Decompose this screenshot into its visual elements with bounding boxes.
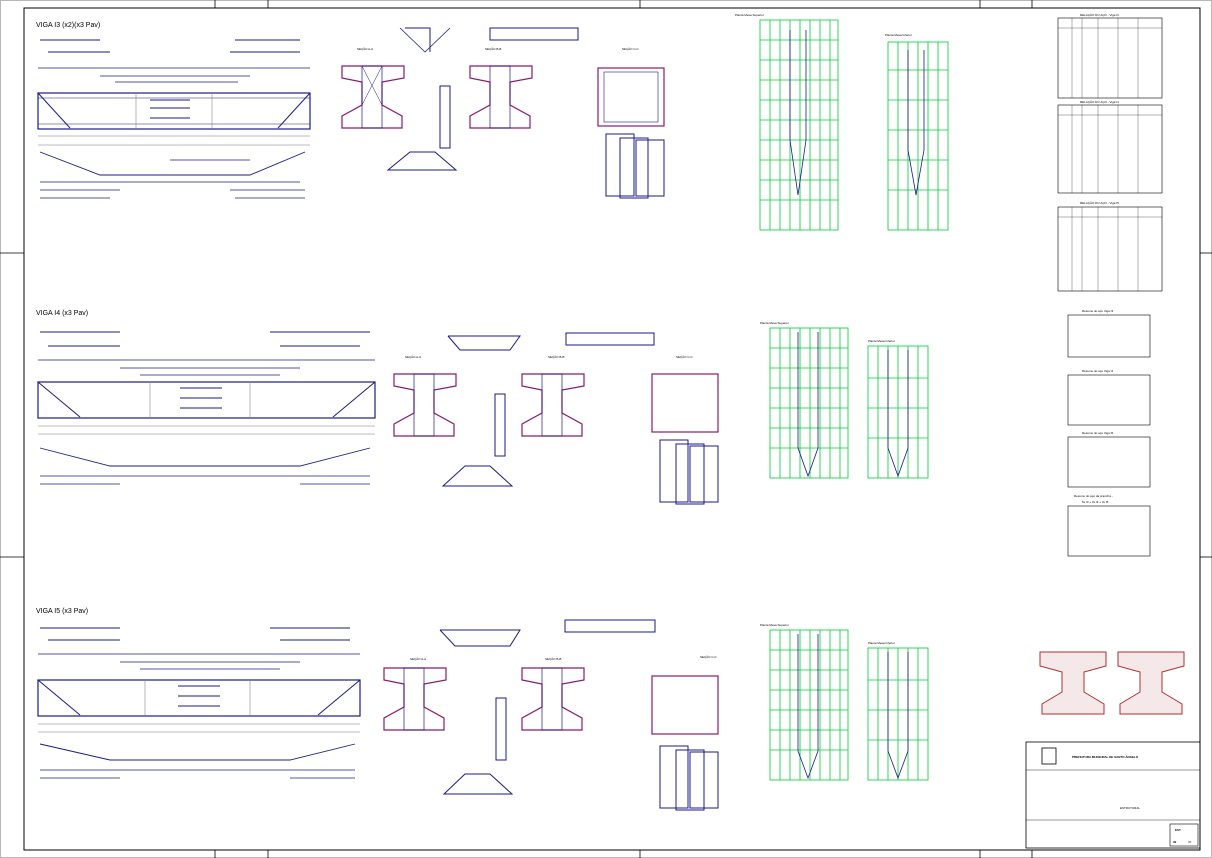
section-label: SEÇÃO A-A [357,46,373,51]
summary-subtitle: 6x I3 + 3x I4 + 3x I5 [1082,500,1109,504]
beam-title: VIGA I3 (x2)(x3 Pav) [36,22,100,29]
section-label: SEÇÃO C-C [622,46,640,51]
section-label: SEÇÃO C-C [676,354,694,359]
summary-title: Resumo do aço da prancha - [1074,494,1113,498]
plan-views: Planta Mesa Superior Planta Mesa Inferio… [760,321,929,479]
steel-table-i5: RELAÇÃO DO AÇO - Viga I5 [1057,200,1163,292]
section-a-a: SEÇÃO A-A [383,656,447,731]
section-b-b: SEÇÃO B-B [521,354,585,437]
title-block-project: ESTRUTURAL [1120,806,1140,810]
section-c-c: SEÇÃO C-C [651,654,719,811]
beam-title: VIGA I4 (x3 Pav) [36,310,88,317]
summary-i3: Resumo do aço Viga I3 [1067,309,1151,358]
concrete-sections [1039,651,1185,715]
summary-title: Resumo do aço Viga I5 [1082,431,1113,435]
sheet-total: 47 [1188,840,1192,844]
plan-label: Planta Mesa Inferior [868,339,895,343]
title-block: PREFEITURA MUNICIPAL DE SANTO ÂNGELO EST… [1025,741,1201,849]
summary-i5: Resumo do aço Viga I5 [1067,431,1151,488]
summary-i4: Resumo do aço Viga I4 [1067,369,1151,426]
section-label: SEÇÃO B-B [485,46,501,51]
summary-total: Resumo do aço da prancha - 6x I3 + 3x I4… [1067,494,1151,557]
stirrup-details [439,619,656,795]
plan-label: Planta Mesa Inferior [885,33,912,37]
summary-title: Resumo do aço Viga I4 [1082,369,1113,373]
section-label: SEÇÃO B-B [548,354,564,359]
sheet-code: EST [1175,828,1181,832]
section-b-b: SEÇÃO B-B [521,656,585,731]
section-b-b: SEÇÃO B-B [469,46,533,129]
section-label: SEÇÃO A-A [410,656,426,661]
beam-title: VIGA I5 (x3 Pav) [36,608,88,615]
steel-table-i4: RELAÇÃO DO AÇO - Viga I4 [1057,99,1163,194]
plan-label: Planta Mesa Superior [760,623,789,627]
summary-title: Resumo do aço Viga I3 [1082,309,1113,313]
beam-elevation [37,627,361,779]
section-label: SEÇÃO A-A [405,354,421,359]
beam-i4-group: VIGA I4 (x3 Pav) SEÇÃO A-A [36,310,929,505]
section-a-a: SEÇÃO A-A [393,354,457,437]
section-label: SEÇÃO C-C [700,654,718,659]
stirrup-details [386,27,579,171]
plan-label: Planta Mesa Inferior [868,641,895,645]
beam-elevation [37,39,311,199]
beam-i5-group: VIGA I5 (x3 Pav) SEÇÃO A-A [36,608,929,811]
stirrup-details [441,332,655,487]
beam-i3-group: VIGA I3 (x2)(x3 Pav) [36,13,949,231]
table-title: RELAÇÃO DO AÇO - Viga I3 [1080,12,1119,17]
section-label: SEÇÃO B-B [545,656,561,661]
table-title: RELAÇÃO DO AÇO - Viga I4 [1080,99,1119,104]
crest-icon [1041,747,1057,765]
plan-label: Planta Mesa Superior [735,13,764,17]
table-title: RELAÇÃO DO AÇO - Viga I5 [1080,200,1119,205]
section-c-c: SEÇÃO C-C [651,354,719,505]
plan-views: Planta Mesa Superior Planta Mesa Inferio… [735,13,949,231]
sheet-number: 32 [1173,840,1177,844]
section-c-c: SEÇÃO C-C [597,46,665,199]
plan-label: Planta Mesa Superior [760,321,789,325]
steel-table-i3: RELAÇÃO DO AÇO - Viga I3 [1057,12,1163,99]
title-block-org: PREFEITURA MUNICIPAL DE SANTO ÂNGELO [1072,754,1139,759]
section-a-a: SEÇÃO A-A [341,46,405,129]
plan-views: Planta Mesa Superior Planta Mesa Inferio… [760,623,929,781]
beam-elevation [37,331,376,485]
